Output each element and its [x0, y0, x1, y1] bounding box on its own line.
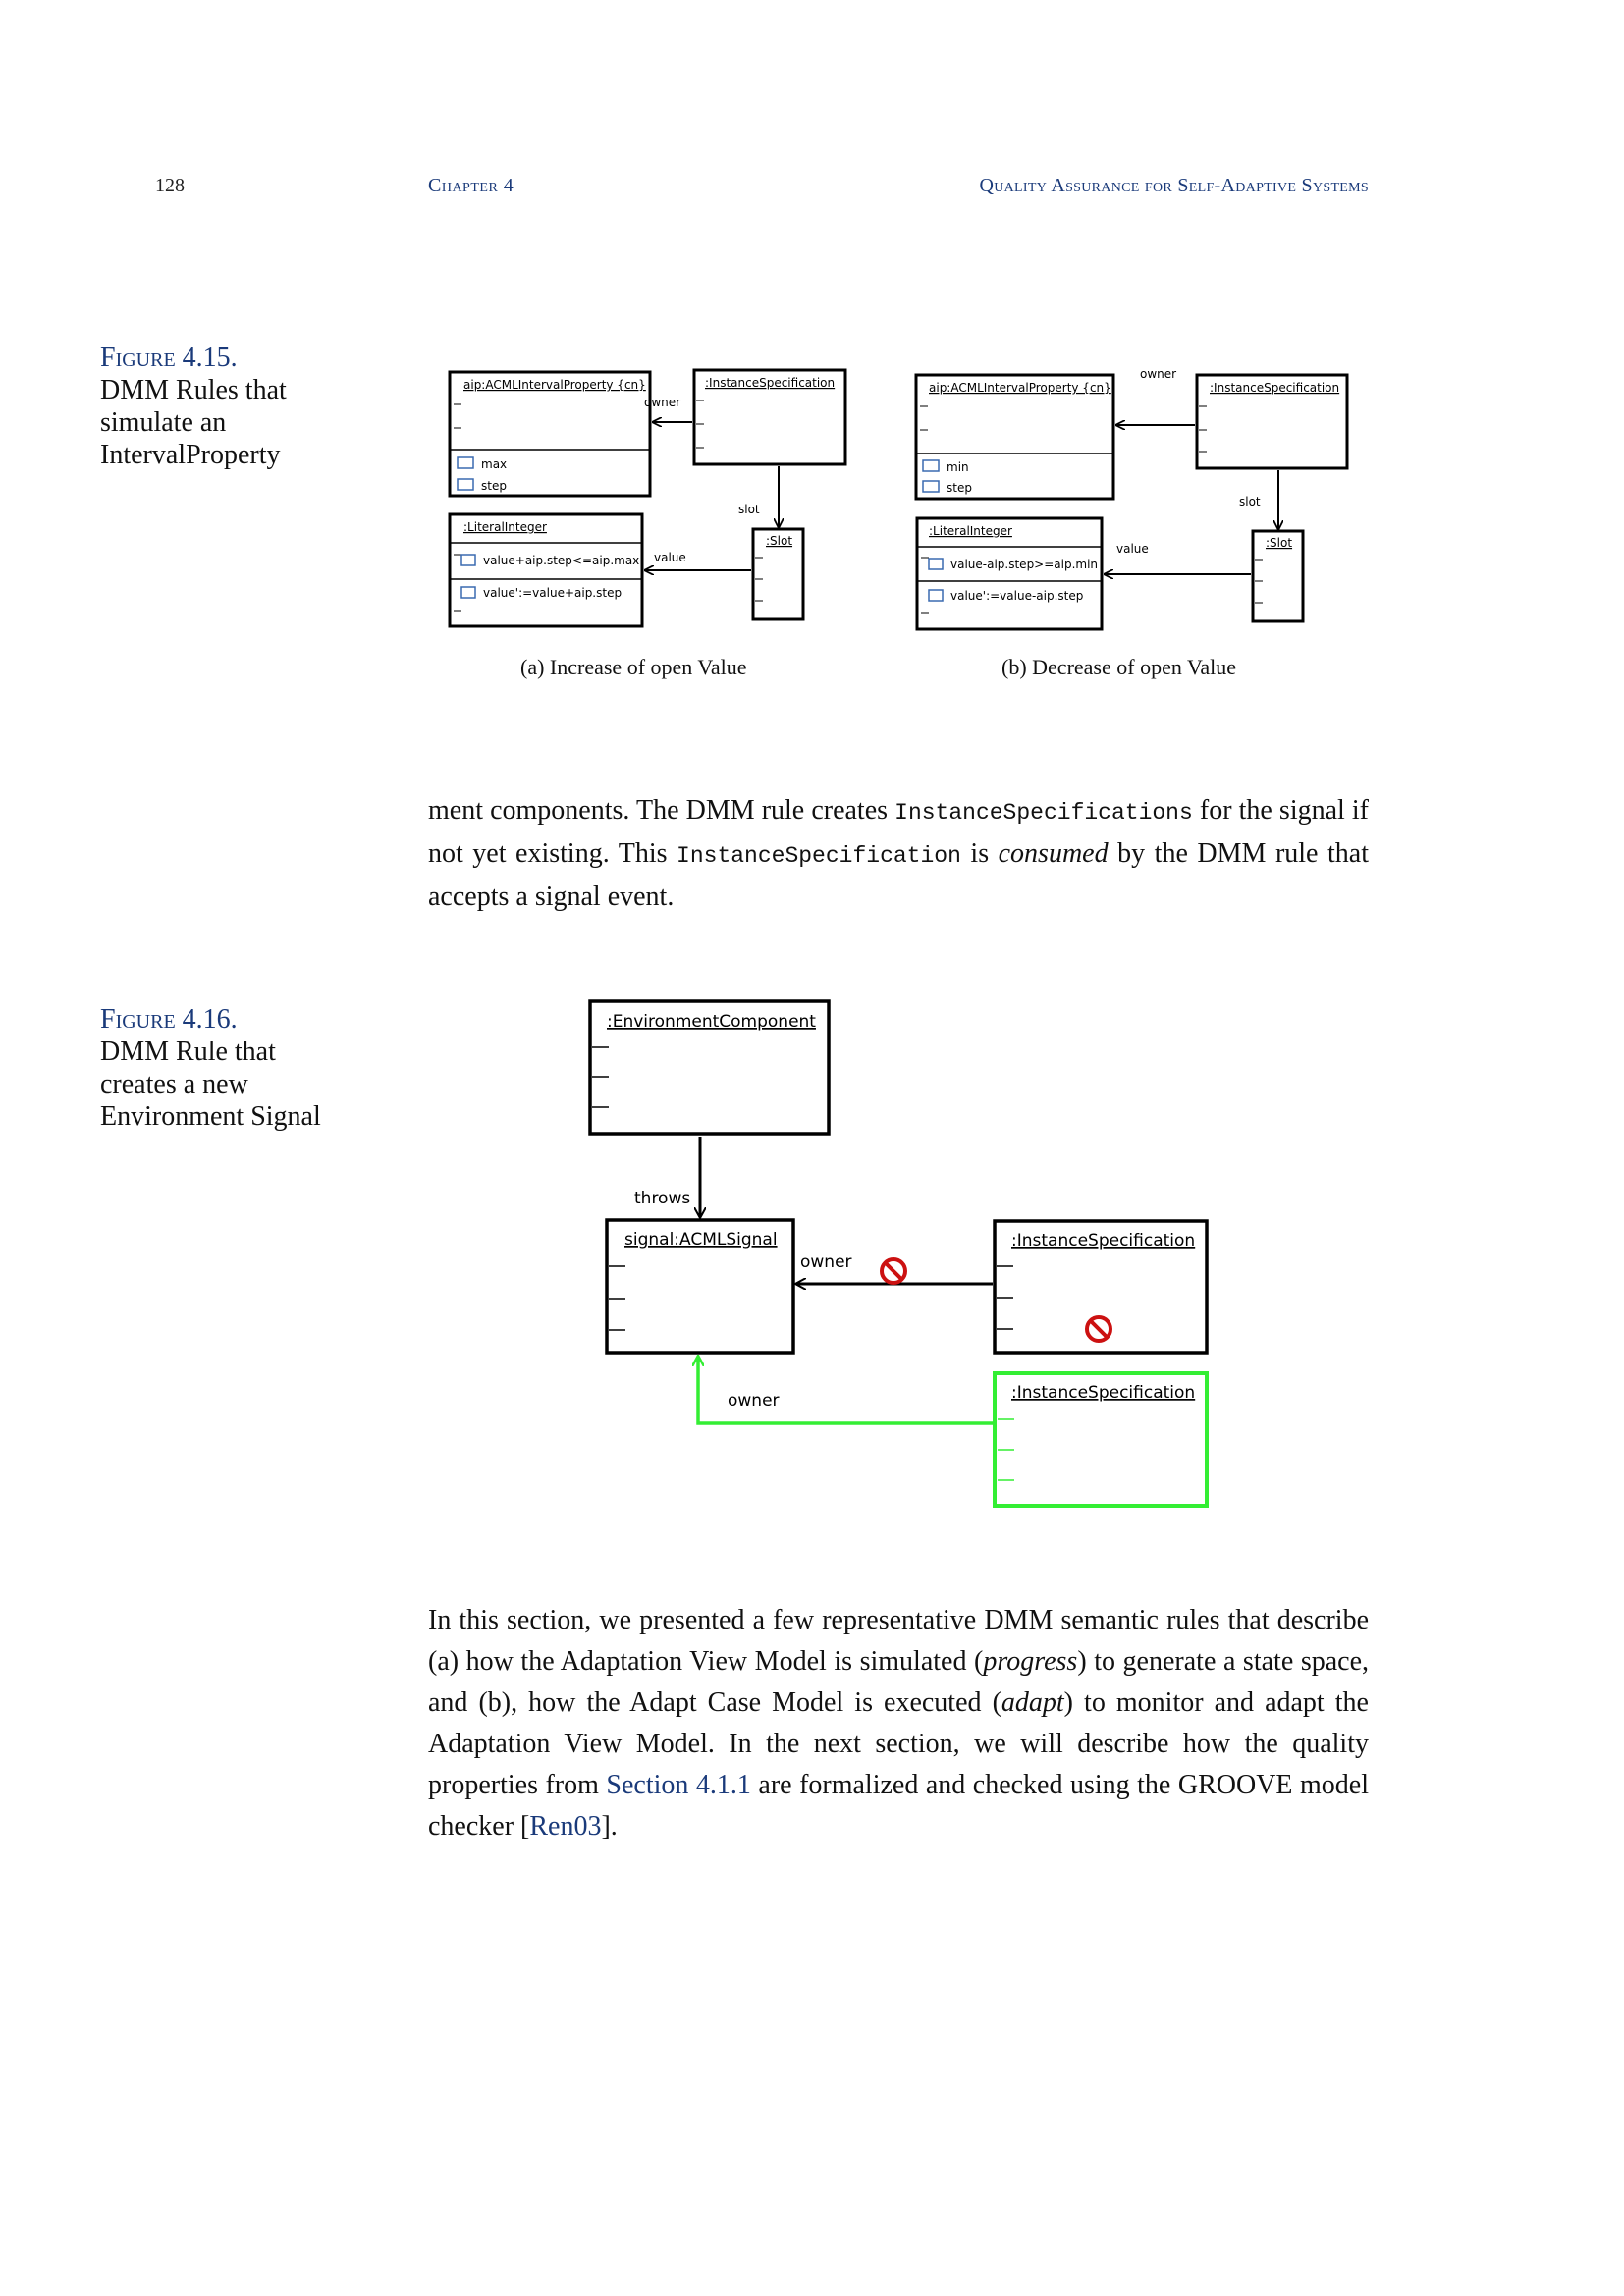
text-run: ].: [601, 1811, 618, 1842]
subfigure-a-caption: (a) Increase of open Value: [520, 655, 747, 679]
assignment-icon: [928, 589, 944, 602]
forbidden-edge-icon: [880, 1257, 907, 1285]
created-owner-edge: [698, 1357, 993, 1425]
literal-box: [448, 512, 644, 628]
running-title: Quality Assurance for Self-Adaptive Syst…: [979, 175, 1369, 196]
attribute-step: step: [947, 481, 972, 495]
literal-title: :LiteralInteger: [929, 524, 1012, 538]
attribute-icon: [922, 480, 940, 493]
figure-4-15-diagram: aip:ACMLIntervalProperty {cn} max step :…: [448, 367, 1349, 631]
slot-box: [751, 527, 805, 621]
paragraph-2: In this section, we presented a few repr…: [428, 1600, 1369, 1847]
property-title: aip:ACMLIntervalProperty {cn}: [929, 381, 1111, 395]
literal-condition: value-aip.step>=aip.min: [950, 558, 1098, 571]
property-box: [914, 373, 1115, 501]
signal-title: signal:ACMLSignal: [624, 1230, 778, 1250]
created-instance-box: [993, 1371, 1209, 1508]
text-run: by the DMM rule that accepts a signal ev…: [428, 838, 1369, 912]
attribute-step: step: [481, 479, 507, 493]
new-instance-title: :InstanceSpecification: [1011, 1383, 1195, 1403]
instance-title: :InstanceSpecification: [1210, 381, 1339, 395]
instance-title: :InstanceSpecification: [705, 376, 835, 390]
section-link[interactable]: Section 4.1.1: [606, 1770, 751, 1800]
text-run: ) to monitor and adapt the Adaptation Vi…: [428, 1687, 1369, 1800]
subfigure-a: aip:ACMLIntervalProperty {cn} max step :…: [448, 368, 847, 628]
slot-box: [1251, 529, 1305, 623]
attribute-max: max: [481, 457, 507, 471]
environment-component-title: :EnvironmentComponent: [607, 1012, 816, 1032]
owner-label: owner: [1140, 367, 1176, 381]
slot-title: :Slot: [766, 534, 792, 548]
figure-label: Figure 4.16.: [100, 1004, 238, 1035]
literal-title: :LiteralInteger: [463, 520, 547, 534]
condition-icon: [460, 554, 476, 566]
forbidden-node-icon: [1085, 1315, 1112, 1343]
owner-label: owner: [800, 1253, 852, 1272]
emphasis: progress: [983, 1646, 1078, 1677]
attribute-icon: [457, 456, 474, 469]
attribute-min: min: [947, 460, 969, 474]
figure-4-15-caption: Figure 4.15. DMM Rules that simulate an …: [100, 342, 355, 471]
literal-box: [915, 516, 1104, 631]
instance-title: :InstanceSpecification: [1011, 1231, 1195, 1251]
value-label: value: [654, 551, 686, 564]
page-number: 128: [155, 175, 185, 196]
assignment-icon: [460, 586, 476, 599]
value-label: value: [1116, 542, 1149, 556]
text-run: ment components. The DMM rule creates: [428, 795, 895, 826]
owner-label: owner: [644, 396, 680, 409]
emphasis: consumed: [998, 838, 1109, 869]
literal-assignment: value':=value-aip.step: [950, 589, 1083, 603]
instance-box: [1195, 373, 1349, 470]
text-run: In this section, we presented a few repr…: [428, 1605, 1369, 1677]
code-run: InstanceSpecification: [677, 843, 961, 869]
subfigure-b-caption: (b) Decrease of open Value: [1001, 655, 1237, 679]
citation-link[interactable]: Ren03: [529, 1811, 602, 1842]
running-chapter: Chapter 4: [428, 175, 514, 196]
code-run: InstanceSpecifications: [894, 800, 1193, 826]
text-run: is: [960, 838, 999, 869]
instance-box: [692, 368, 847, 466]
slot-title: :Slot: [1266, 536, 1292, 550]
text-run: ) to generate a state space, and (b), ho…: [428, 1646, 1369, 1718]
slot-label: slot: [1239, 495, 1261, 508]
attribute-icon: [922, 459, 940, 472]
figure-caption-text: DMM Rule that creates a new Environment …: [100, 1037, 321, 1132]
figure-label: Figure 4.15.: [100, 343, 238, 373]
condition-icon: [928, 558, 944, 570]
paragraph-1: ment components. The DMM rule creates In…: [428, 790, 1369, 918]
text-run: for the signal if not yet existing. This: [428, 795, 1370, 869]
throws-label: throws: [634, 1189, 690, 1208]
attribute-icon: [457, 478, 474, 491]
figure-caption-text: DMM Rules that simulate an IntervalPrope…: [100, 375, 287, 470]
slot-label: slot: [738, 503, 760, 516]
signal-box: [605, 1218, 795, 1355]
new-owner-label: owner: [728, 1391, 780, 1411]
subfigure-b: aip:ACMLIntervalProperty {cn} min step :…: [914, 367, 1349, 631]
text-run: are formalized and checked using the GRO…: [428, 1770, 1369, 1842]
literal-condition: value+aip.step<=aip.max: [483, 554, 639, 567]
property-box: [448, 370, 652, 498]
environment-component-box: [588, 999, 831, 1136]
property-title: aip:ACMLIntervalProperty {cn}: [463, 378, 646, 392]
figure-4-16-caption: Figure 4.16. DMM Rule that creates a new…: [100, 1003, 355, 1133]
literal-assignment: value':=value+aip.step: [483, 586, 622, 600]
emphasis: adapt: [1001, 1687, 1064, 1718]
figure-4-16-diagram: :EnvironmentComponent throws signal:ACML…: [588, 999, 1209, 1508]
